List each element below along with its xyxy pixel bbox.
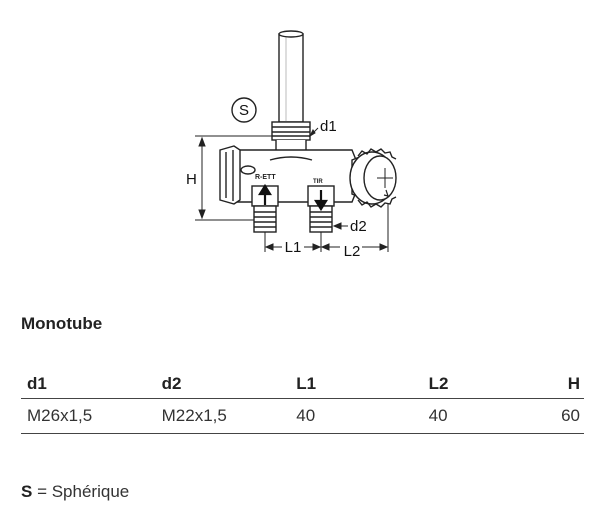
flow-up-arrow-icon: [258, 183, 272, 196]
flow-down-arrow-icon: [314, 199, 328, 212]
cell-h: 60: [555, 398, 584, 434]
h-label: H: [186, 171, 197, 188]
legend-key: S: [21, 482, 33, 501]
cell-d1: M26x1,5: [21, 398, 156, 434]
header-h: H: [555, 370, 584, 399]
side-marking: TIR: [313, 179, 323, 185]
valve-drawing: R-ETT TIR S d1: [186, 30, 397, 260]
header-l2: L2: [422, 370, 556, 399]
flow-arrows: [258, 183, 328, 212]
l-dimensions: [264, 204, 389, 252]
spec-table: d1 d2 L1 L2 H M26x1,5 M22x1,5 40 40 60: [21, 370, 584, 434]
vertical-pipe: [278, 30, 304, 123]
d2-callout: [332, 222, 348, 230]
cell-l2: 40: [422, 398, 556, 434]
valve-technical-drawing: R-ETT TIR S d1: [186, 30, 397, 260]
spherical-marker: S: [231, 97, 257, 123]
legend-note: S = Sphérique: [21, 482, 129, 502]
lower-connections: [251, 185, 335, 233]
header-l1: L1: [290, 370, 423, 399]
table-row: M26x1,5 M22x1,5 40 40 60: [21, 398, 584, 434]
l2-label: L2: [344, 243, 361, 260]
s-label: S: [239, 102, 249, 119]
legend-text: = Sphérique: [32, 482, 130, 501]
top-connection-nut: [271, 121, 311, 153]
d1-callout: [308, 127, 319, 138]
h-dimension: [195, 135, 272, 221]
brand-marking: R-ETT: [255, 174, 276, 181]
left-hex-cap: [219, 145, 241, 205]
valve-body: [231, 149, 357, 203]
cell-l1: 40: [290, 398, 423, 434]
cell-d2: M22x1,5: [155, 398, 291, 434]
d1-label: d1: [320, 118, 337, 135]
handwheel: [349, 148, 397, 208]
header-d2: d2: [155, 370, 291, 399]
d2-label: d2: [350, 218, 367, 235]
section-title: Monotube: [21, 314, 103, 333]
l1-label: L1: [285, 239, 302, 256]
table-header-row: d1 d2 L1 L2 H: [21, 370, 584, 399]
header-d1: d1: [21, 370, 156, 399]
